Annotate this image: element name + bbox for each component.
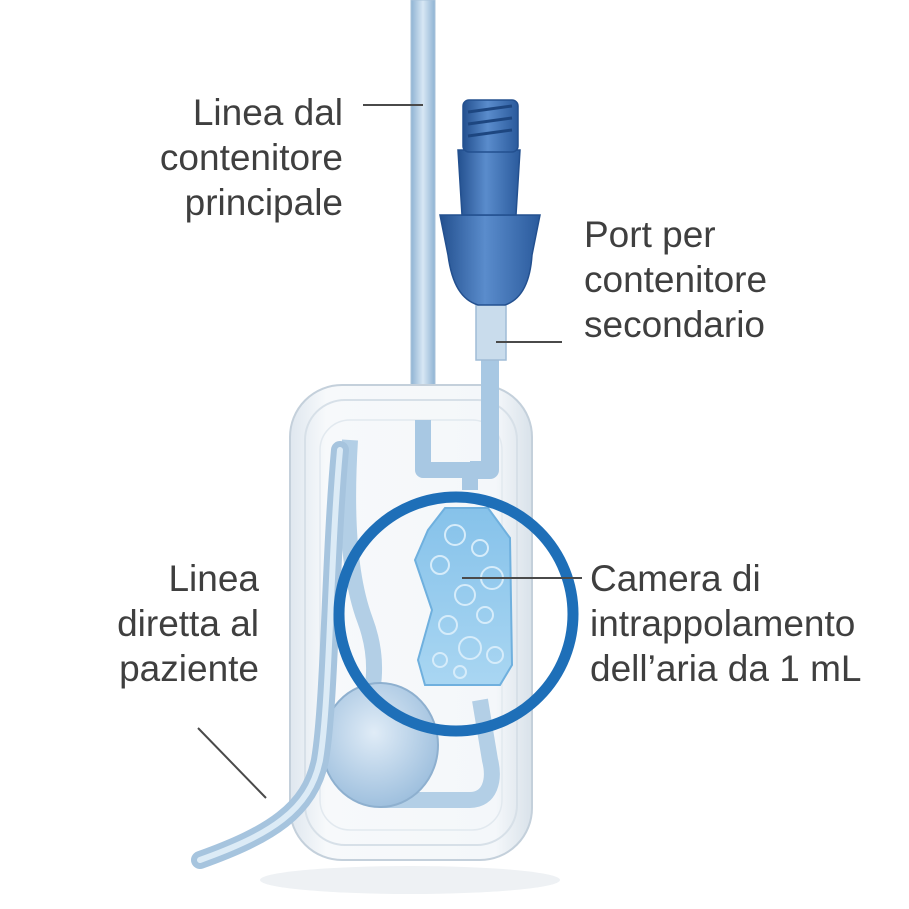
secondary-port-connector — [439, 99, 541, 361]
label-air-chamber-3: dell’aria da 1 mL — [590, 648, 862, 689]
main-line-tube — [410, 0, 436, 421]
highlight-ring — [333, 491, 579, 737]
label-main-line-3: principale — [184, 182, 343, 223]
label-air-chamber-1: Camera di — [590, 558, 761, 599]
leader-lines — [197, 104, 582, 799]
label-patient-line-1: Linea — [168, 558, 259, 599]
label-patient-line-3: paziente — [119, 648, 259, 689]
air-trap-chamber — [413, 507, 514, 686]
device-shadow — [260, 866, 560, 894]
label-secondary-port-2: contenitore — [584, 259, 768, 300]
cassette-inner-rim — [304, 399, 518, 846]
label-secondary-port-3: secondario — [584, 304, 766, 345]
patient-line-highlight — [197, 447, 343, 863]
label-air-chamber: Camera di intrappolamento dell’aria da 1… — [590, 556, 861, 691]
air-bubbles — [430, 524, 504, 679]
secondary-channel — [470, 340, 499, 479]
label-secondary-port-1: Port per — [584, 214, 716, 255]
label-main-line-2: contenitore — [159, 137, 343, 178]
label-patient-line-2: diretta al — [117, 603, 259, 644]
label-main-line-1: Linea dal — [192, 92, 343, 133]
label-main-line: Linea dal contenitore principale — [160, 90, 343, 225]
inlet-channel — [415, 420, 478, 490]
leader-patient-line — [197, 727, 267, 799]
label-secondary-port: Port per contenitore secondario — [584, 212, 767, 347]
label-patient-line: Linea diretta al paziente — [117, 556, 259, 691]
label-air-chamber-2: intrappolamento — [590, 603, 856, 644]
outlet-channel — [380, 698, 500, 808]
